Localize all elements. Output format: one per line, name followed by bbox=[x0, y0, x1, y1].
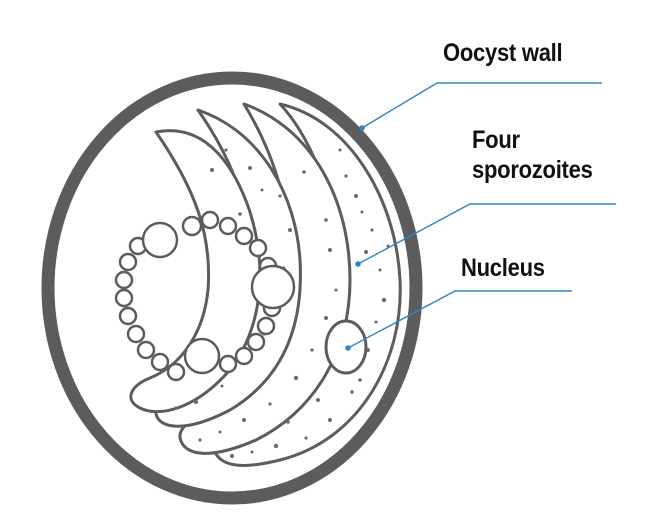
label-nucleus: Nucleus bbox=[461, 254, 545, 282]
sporozoite-1 bbox=[129, 129, 262, 414]
label-four-sporozoites: Four sporozoites bbox=[472, 125, 593, 185]
label-four: Four bbox=[472, 126, 520, 154]
leader-oocyst-wall bbox=[361, 82, 602, 129]
leader-sporozoites bbox=[357, 203, 616, 265]
leader-dot-nucleus bbox=[345, 345, 351, 351]
leader-dot-oocyst-wall bbox=[359, 125, 365, 131]
label-oocyst-wall: Oocyst wall bbox=[443, 39, 563, 67]
residual-body bbox=[114, 210, 296, 382]
leader-dot-sporozoites bbox=[355, 261, 361, 267]
leader-nucleus bbox=[347, 290, 572, 349]
label-sporozoites: sporozoites bbox=[472, 156, 593, 184]
